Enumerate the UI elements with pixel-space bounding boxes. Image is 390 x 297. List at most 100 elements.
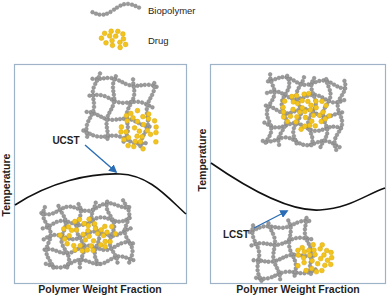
polymer-bead [48, 234, 52, 238]
polymer-bead [269, 80, 273, 84]
polymer-bead [265, 91, 269, 95]
polymer-bead [145, 107, 149, 111]
polymer-bead [308, 128, 312, 132]
polymer-bead [91, 93, 95, 97]
polymer-bead [147, 83, 151, 87]
polymer-bead [118, 117, 122, 121]
polymer-bead [284, 254, 288, 258]
polymer-bead [110, 118, 114, 122]
drug-particle [102, 31, 107, 36]
polymer-bead [342, 79, 346, 83]
polymer-bead [272, 87, 276, 91]
polymer-bead [119, 4, 123, 8]
polymer-bead [271, 84, 275, 88]
polymer-bead [249, 243, 253, 247]
drug-particle [145, 128, 150, 133]
polymer-bead [271, 255, 275, 259]
drug-particle [313, 123, 318, 128]
polymer-bead [134, 4, 138, 8]
polymer-bead [93, 204, 97, 208]
polymer-bead [135, 84, 139, 88]
polymer-bead [266, 276, 270, 280]
polymer-bead [94, 12, 98, 16]
polymer-bead [46, 241, 50, 245]
drug-particle [314, 105, 319, 110]
polymer-bead [102, 216, 106, 220]
drug-particle [304, 268, 309, 273]
polymer-bead [301, 143, 305, 147]
drug-cluster [58, 217, 118, 253]
polymer-bead [66, 254, 70, 258]
drug-particle [74, 228, 79, 233]
polymer-bead [91, 109, 95, 113]
polymer-bead [98, 71, 102, 75]
polymer-bead [324, 124, 328, 128]
polymer-bead [98, 13, 102, 17]
drug-particle [307, 253, 312, 258]
polymer-bead [106, 114, 110, 118]
drug-particle [103, 239, 108, 244]
polymer-bead [295, 89, 299, 93]
drug-particle [123, 42, 128, 47]
polymer-bead [91, 133, 95, 137]
drug-particle [146, 116, 151, 121]
polymer-bead [68, 205, 72, 209]
drug-particle [131, 144, 136, 149]
polymer-bead [91, 97, 95, 101]
polymer-bead [333, 112, 337, 116]
drug-particle [87, 217, 92, 222]
drug-cluster [296, 242, 335, 274]
drug-particle [154, 130, 159, 135]
polymer-bead [143, 141, 147, 145]
polymer-bead [340, 119, 344, 123]
drug-particle [310, 258, 315, 263]
polymer-bead [115, 260, 119, 264]
drug-particle [119, 130, 124, 135]
polymer-bead [309, 83, 313, 87]
polymer-bead [115, 6, 119, 10]
drug-particle [288, 114, 293, 119]
drug-particle [135, 119, 140, 124]
drug-particle [137, 129, 142, 134]
drug-particle [324, 248, 329, 253]
polymer-bead [96, 262, 100, 266]
polymer-bead [78, 206, 82, 210]
polymer-bead [298, 271, 302, 275]
polymer-bead [287, 244, 291, 248]
polymer-bead [112, 202, 116, 206]
polymer-bead [66, 262, 70, 266]
drug-particle [133, 139, 138, 144]
drug-particle [107, 33, 112, 38]
polymer-bead [102, 76, 106, 80]
drug-particle [65, 241, 70, 246]
drug-particle [138, 139, 143, 144]
drug-particle [140, 134, 145, 139]
leader-arrow [85, 145, 116, 172]
polymer-bead [111, 85, 115, 89]
polymer-bead [55, 220, 59, 224]
polymer-bead [317, 129, 321, 133]
polymer-bead [123, 231, 127, 235]
drug-particle [281, 110, 286, 115]
drug-particle [85, 248, 90, 253]
drug-particle [124, 130, 129, 135]
polymer-bead [272, 138, 276, 142]
polymer-bead [139, 83, 143, 87]
polymer-bead [122, 2, 126, 6]
polymer-bead [44, 262, 48, 266]
axis-label: Temperature [1, 154, 13, 217]
polymer-bead [132, 85, 136, 89]
polymer-bead [285, 74, 289, 78]
polymer-bead [150, 105, 154, 109]
polymer-bead [268, 76, 272, 80]
polymer-bead [72, 205, 76, 209]
panel-frame [15, 65, 187, 284]
polymer-bead [85, 123, 89, 127]
drug-particle [132, 125, 137, 130]
polymer-bead [284, 135, 288, 139]
polymer-bead [273, 239, 277, 243]
polymer-bead [91, 208, 95, 212]
polymer-bead [272, 259, 276, 263]
drug-particle [281, 115, 286, 120]
drug-particle [99, 36, 104, 41]
